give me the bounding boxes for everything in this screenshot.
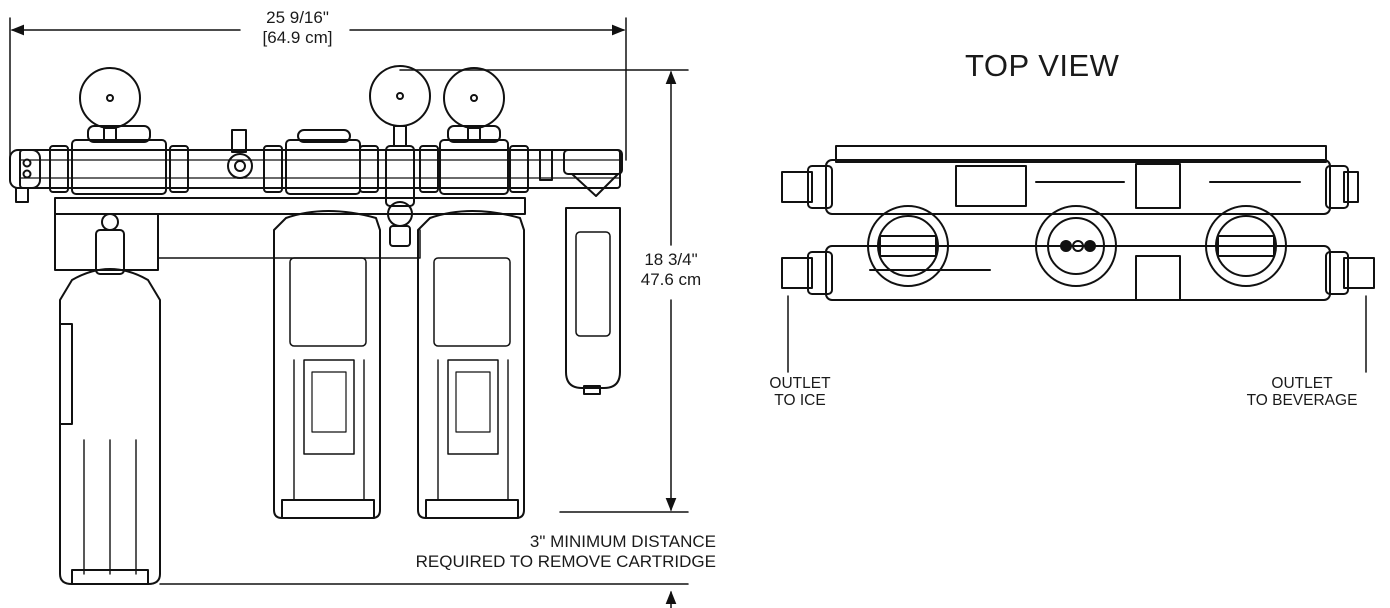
outlet-ice-line1: OUTLET bbox=[769, 375, 831, 392]
height-dimension-line bbox=[399, 69, 689, 513]
filter-head-2 bbox=[285, 139, 361, 195]
outlet-beverage-line1: OUTLET bbox=[1271, 375, 1333, 392]
outlet-ice-label: OUTLET TO ICE bbox=[760, 375, 840, 409]
clearance-note: 3" MINIMUM DISTANCE REQUIRED TO REMOVE C… bbox=[416, 532, 716, 572]
filter-cartridge-1 bbox=[59, 268, 161, 585]
pressure-gauge-1 bbox=[79, 67, 141, 129]
top-view-title: TOP VIEW bbox=[965, 48, 1120, 83]
top-view-upper-manifold bbox=[825, 159, 1331, 215]
filter-head-3 bbox=[439, 139, 509, 195]
prefilter-head bbox=[563, 149, 623, 175]
outlet-ice-line2: TO ICE bbox=[774, 392, 826, 409]
pressure-gauge-2 bbox=[369, 65, 431, 127]
front-view-assembly bbox=[9, 65, 623, 585]
clearance-dimension-line bbox=[159, 583, 689, 608]
top-view-head-3 bbox=[1205, 205, 1287, 287]
top-view-bracket bbox=[835, 145, 1327, 163]
outlet-beverage-line2: TO BEVERAGE bbox=[1246, 392, 1358, 409]
width-dimension-line bbox=[9, 17, 627, 161]
mounting-bracket bbox=[54, 197, 526, 215]
width-imperial: 25 9/16" bbox=[266, 8, 329, 27]
top-view-lower-manifold bbox=[825, 245, 1331, 301]
top-view-head-1 bbox=[867, 205, 949, 287]
bracket-plate-left bbox=[54, 213, 159, 271]
pressure-gauge-3 bbox=[443, 67, 505, 129]
height-metric: 47.6 cm bbox=[640, 270, 702, 289]
width-dimension-label: 25 9/16" [64.9 cm] bbox=[250, 8, 345, 48]
outlet-beverage-label: OUTLET TO BEVERAGE bbox=[1222, 375, 1382, 409]
height-imperial: 18 3/4" bbox=[644, 250, 698, 269]
top-view-head-2 bbox=[1035, 205, 1117, 287]
height-dimension-label: 18 3/4" 47.6 cm bbox=[630, 250, 712, 290]
clearance-note-line1: 3" MINIMUM DISTANCE bbox=[529, 532, 716, 551]
filter-cartridge-2 bbox=[273, 210, 381, 519]
top-view-assembly bbox=[781, 145, 1375, 373]
manifold-pipe bbox=[19, 149, 621, 189]
prefilter-cartridge bbox=[565, 207, 621, 389]
filter-cartridge-3 bbox=[417, 210, 525, 519]
clearance-note-line2: REQUIRED TO REMOVE CARTRIDGE bbox=[415, 552, 716, 571]
bypass-valve bbox=[385, 145, 415, 207]
width-metric: [64.9 cm] bbox=[262, 28, 333, 47]
filter-head-1 bbox=[71, 139, 167, 195]
